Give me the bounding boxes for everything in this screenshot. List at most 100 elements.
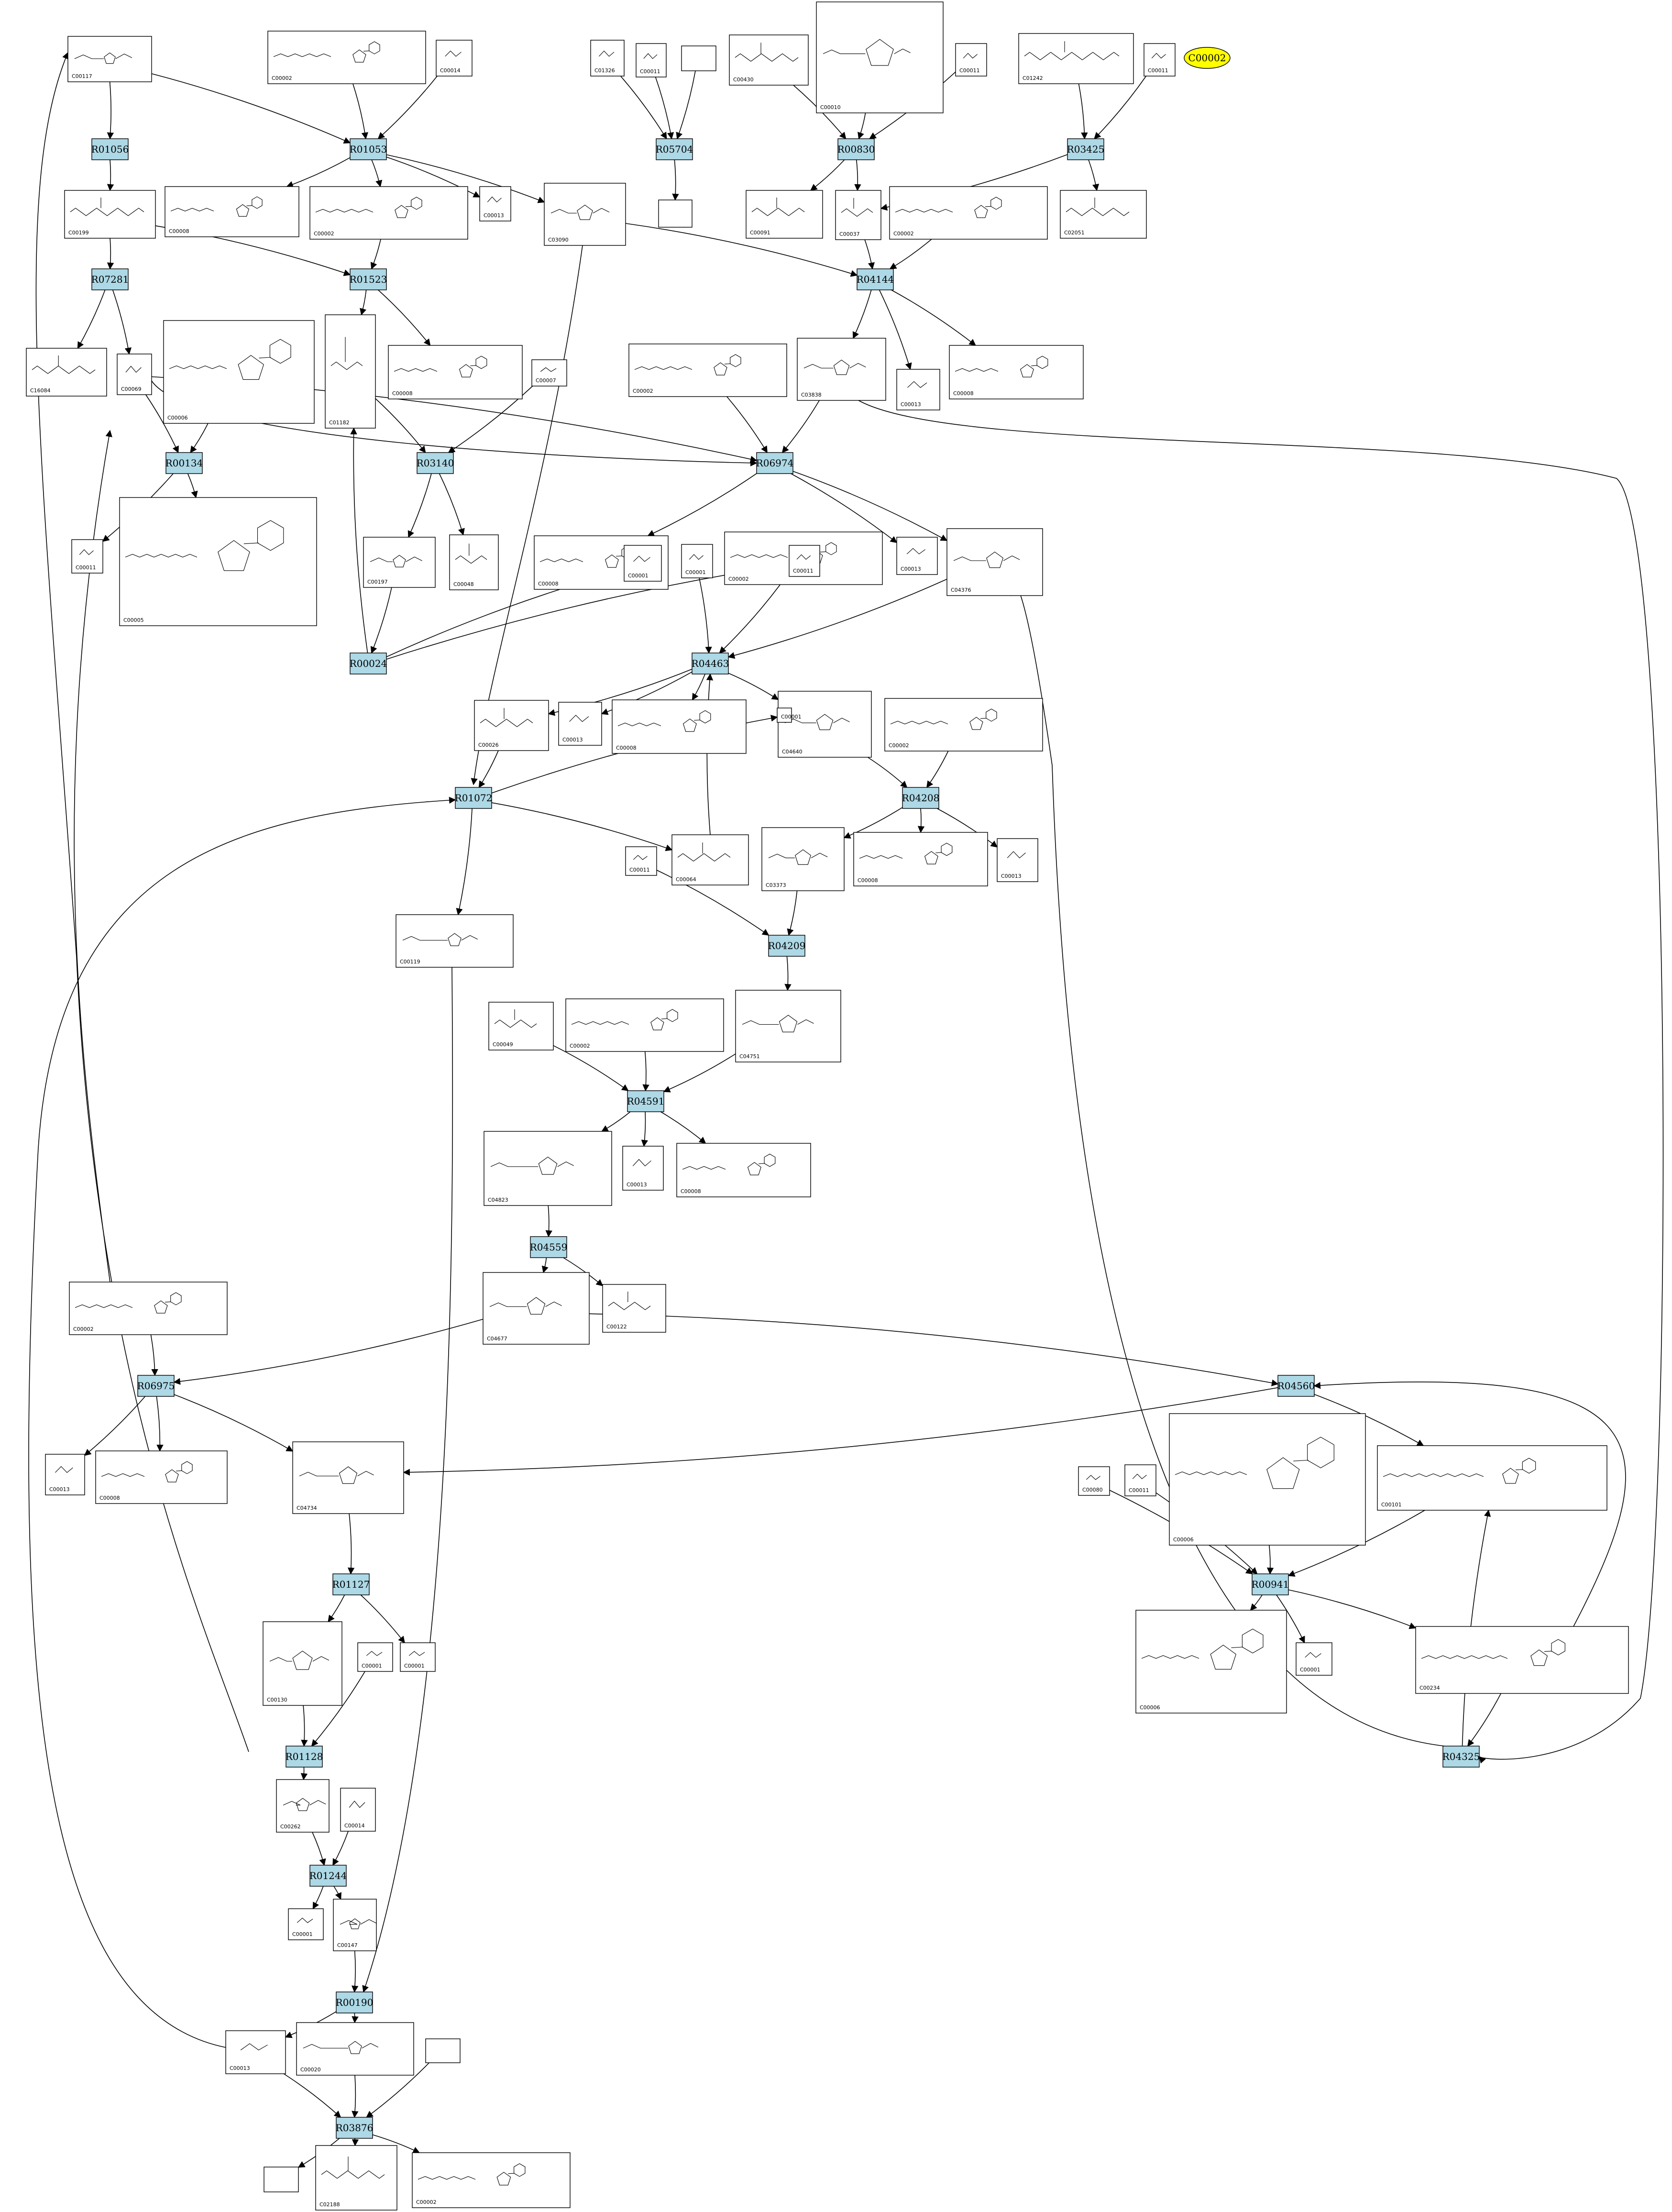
compound-node[interactable]: C00002	[884, 698, 1043, 752]
reaction-node[interactable]: R01128	[286, 1746, 323, 1768]
compound-node[interactable]: C00006	[163, 320, 315, 424]
compound-node[interactable]: C00002	[565, 998, 724, 1052]
reaction-node[interactable]: R00941	[1252, 1573, 1289, 1595]
reaction-node[interactable]: R03140	[417, 452, 454, 474]
compound-node[interactable]: C00197	[363, 537, 436, 588]
compound-node[interactable]: C02188	[315, 2145, 397, 2211]
highlight-node[interactable]: C00002	[1184, 47, 1231, 69]
compound-node[interactable]: C16084	[26, 348, 107, 397]
compound-node[interactable]: C00008	[676, 1143, 811, 1197]
compound-node[interactable]: C03838	[797, 338, 886, 401]
compound-node[interactable]: C00020	[296, 2022, 414, 2076]
compound-node[interactable]: C04751	[735, 990, 841, 1062]
compound-node[interactable]: C00234	[1415, 1626, 1629, 1694]
compound-node[interactable]: C00013	[479, 186, 511, 221]
reaction-node[interactable]: R01127	[332, 1573, 370, 1595]
reaction-node[interactable]: R01072	[455, 787, 493, 809]
reaction-node[interactable]: R00134	[165, 452, 203, 474]
compound-node[interactable]: C00013	[997, 838, 1038, 882]
compound-node[interactable]: C00002	[628, 343, 787, 397]
compound-node[interactable]	[425, 2038, 461, 2063]
reaction-node[interactable]: R01244	[309, 1865, 347, 1887]
compound-node[interactable]: C00011	[71, 539, 103, 574]
compound-node[interactable]: C00001	[288, 1908, 324, 1940]
reaction-node[interactable]: R00190	[336, 1991, 374, 2013]
reaction-node[interactable]: R04209	[768, 935, 806, 957]
compound-node[interactable]: C00147	[333, 1899, 377, 1951]
compound-node[interactable]: C00011	[625, 846, 657, 876]
compound-node[interactable]: C00069	[117, 354, 152, 395]
reaction-node[interactable]: R00024	[350, 653, 387, 675]
compound-node[interactable]: C00013	[896, 537, 938, 575]
reaction-node[interactable]: R04463	[692, 653, 729, 675]
compound-node[interactable]: C00006	[1135, 1610, 1287, 1714]
compound-node[interactable]: C00008	[949, 345, 1084, 399]
compound-node[interactable]: C00064	[671, 834, 749, 885]
compound-node[interactable]: C03090	[544, 183, 626, 246]
compound-node[interactable]: C00005	[119, 497, 317, 626]
compound-node[interactable]: C04376	[946, 528, 1043, 596]
compound-node[interactable]: C04677	[483, 1272, 590, 1345]
compound-node[interactable]: C00001	[1296, 1642, 1332, 1676]
compound-node[interactable]: C00002	[889, 186, 1048, 240]
compound-node[interactable]: C00011	[1124, 1464, 1156, 1496]
compound-node[interactable]: C03373	[761, 827, 845, 891]
reaction-node[interactable]: R04560	[1277, 1375, 1315, 1397]
compound-node[interactable]: C00008	[853, 832, 988, 886]
reaction-node[interactable]: R01056	[91, 138, 129, 160]
compound-node[interactable]: C00262	[276, 1779, 330, 1833]
compound-node[interactable]: C00011	[1144, 43, 1176, 77]
reaction-node[interactable]: R07281	[91, 268, 129, 290]
compound-node[interactable]: C00037	[835, 190, 881, 240]
compound-node[interactable]: C00013	[622, 1146, 664, 1191]
compound-node[interactable]: C00080	[1078, 1466, 1110, 1496]
reaction-node[interactable]: R03425	[1067, 138, 1105, 160]
compound-node[interactable]: C00001	[777, 708, 802, 723]
reaction-node[interactable]: R00830	[837, 138, 875, 160]
compound-node[interactable]: C01326	[590, 40, 625, 77]
reaction-node[interactable]: R04559	[530, 1236, 568, 1258]
reaction-node[interactable]: R03876	[336, 2117, 374, 2139]
compound-node[interactable]: C00101	[1377, 1445, 1607, 1511]
compound-node[interactable]: C00011	[636, 43, 667, 77]
compound-node[interactable]: C00008	[95, 1450, 228, 1504]
reaction-node[interactable]: R06974	[756, 452, 794, 474]
compound-node[interactable]: C00026	[474, 700, 549, 751]
compound-node[interactable]: C04734	[292, 1441, 404, 1514]
compound-node[interactable]: C00430	[729, 34, 809, 86]
compound-node[interactable]: C00199	[64, 190, 156, 239]
compound-node[interactable]: C00014	[340, 1788, 376, 1832]
compound-node[interactable]: C00006	[1169, 1413, 1366, 1546]
compound-node[interactable]: C01242	[1018, 33, 1134, 84]
compound-node[interactable]: C00117	[67, 36, 152, 82]
compound-node[interactable]: C00002	[309, 186, 468, 240]
compound-node[interactable]: C00007	[531, 359, 567, 387]
compound-node[interactable]: C00049	[488, 1002, 554, 1051]
compound-node[interactable]: C00013	[45, 1454, 85, 1495]
compound-node[interactable]: C00013	[558, 702, 602, 746]
compound-node[interactable]: C00001	[681, 544, 713, 578]
reaction-node[interactable]: R06975	[137, 1375, 175, 1397]
compound-node[interactable]: C02051	[1060, 190, 1147, 239]
compound-node[interactable]: C00013	[225, 2030, 286, 2074]
compound-node[interactable]: C00091	[746, 190, 823, 239]
compound-node[interactable]: C00001	[357, 1642, 393, 1672]
compound-node[interactable]: C00008	[388, 345, 523, 399]
compound-node[interactable]: C00002	[267, 31, 426, 84]
compound-node[interactable]: C00002	[69, 1282, 228, 1335]
reaction-node[interactable]: R04208	[902, 787, 940, 809]
compound-node[interactable]: C00014	[436, 40, 473, 77]
reaction-node[interactable]: R04325	[1442, 1746, 1480, 1768]
compound-node[interactable]: C00010	[816, 1, 944, 113]
compound-node[interactable]: C00122	[602, 1284, 666, 1333]
compound-node[interactable]: C00002	[412, 2152, 571, 2208]
compound-node[interactable]: C00001	[624, 545, 662, 582]
compound-node[interactable]	[264, 2167, 299, 2192]
compound-node[interactable]: C00048	[449, 534, 499, 590]
compound-node[interactable]	[681, 45, 716, 71]
compound-node[interactable]: C00008	[612, 699, 747, 754]
compound-node[interactable]: C00011	[789, 545, 820, 577]
compound-node[interactable]: C00013	[896, 369, 940, 410]
reaction-node[interactable]: R01053	[350, 138, 387, 160]
compound-node[interactable]	[658, 199, 693, 228]
